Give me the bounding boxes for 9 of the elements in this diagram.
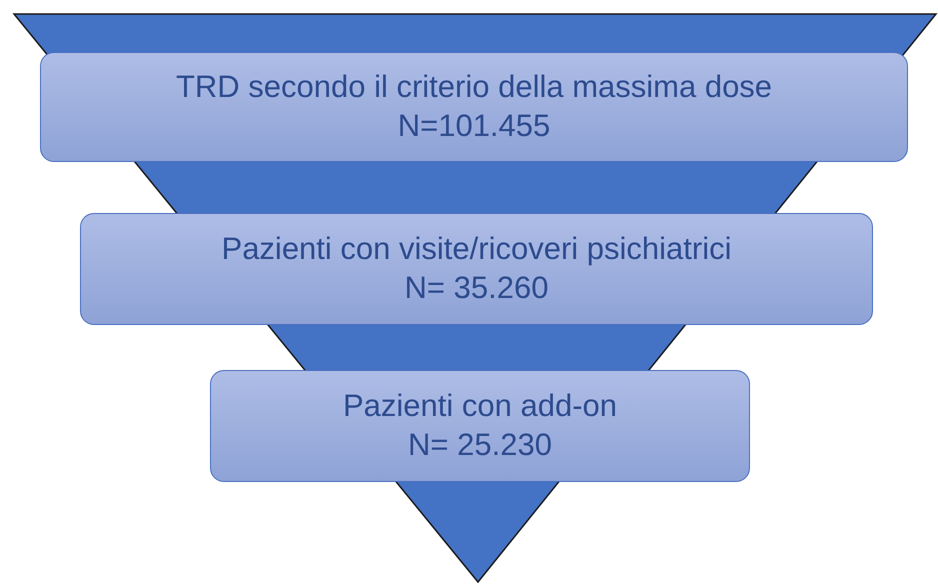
stage-title: Pazienti con add-on — [342, 387, 618, 426]
stage-count: N= 25.230 — [408, 426, 552, 464]
funnel-stage-box — [210, 370, 750, 482]
stage-title: TRD secondo il criterio della massima dose — [176, 68, 772, 106]
stage-count: N=101.455 — [398, 107, 550, 145]
stage-title: Pazienti con visite/ricoveri psichiatrici — [222, 230, 732, 268]
funnel-stage-box — [80, 213, 873, 325]
funnel-stage-box — [40, 52, 908, 162]
stage-count: N= 35.260 — [404, 269, 548, 307]
